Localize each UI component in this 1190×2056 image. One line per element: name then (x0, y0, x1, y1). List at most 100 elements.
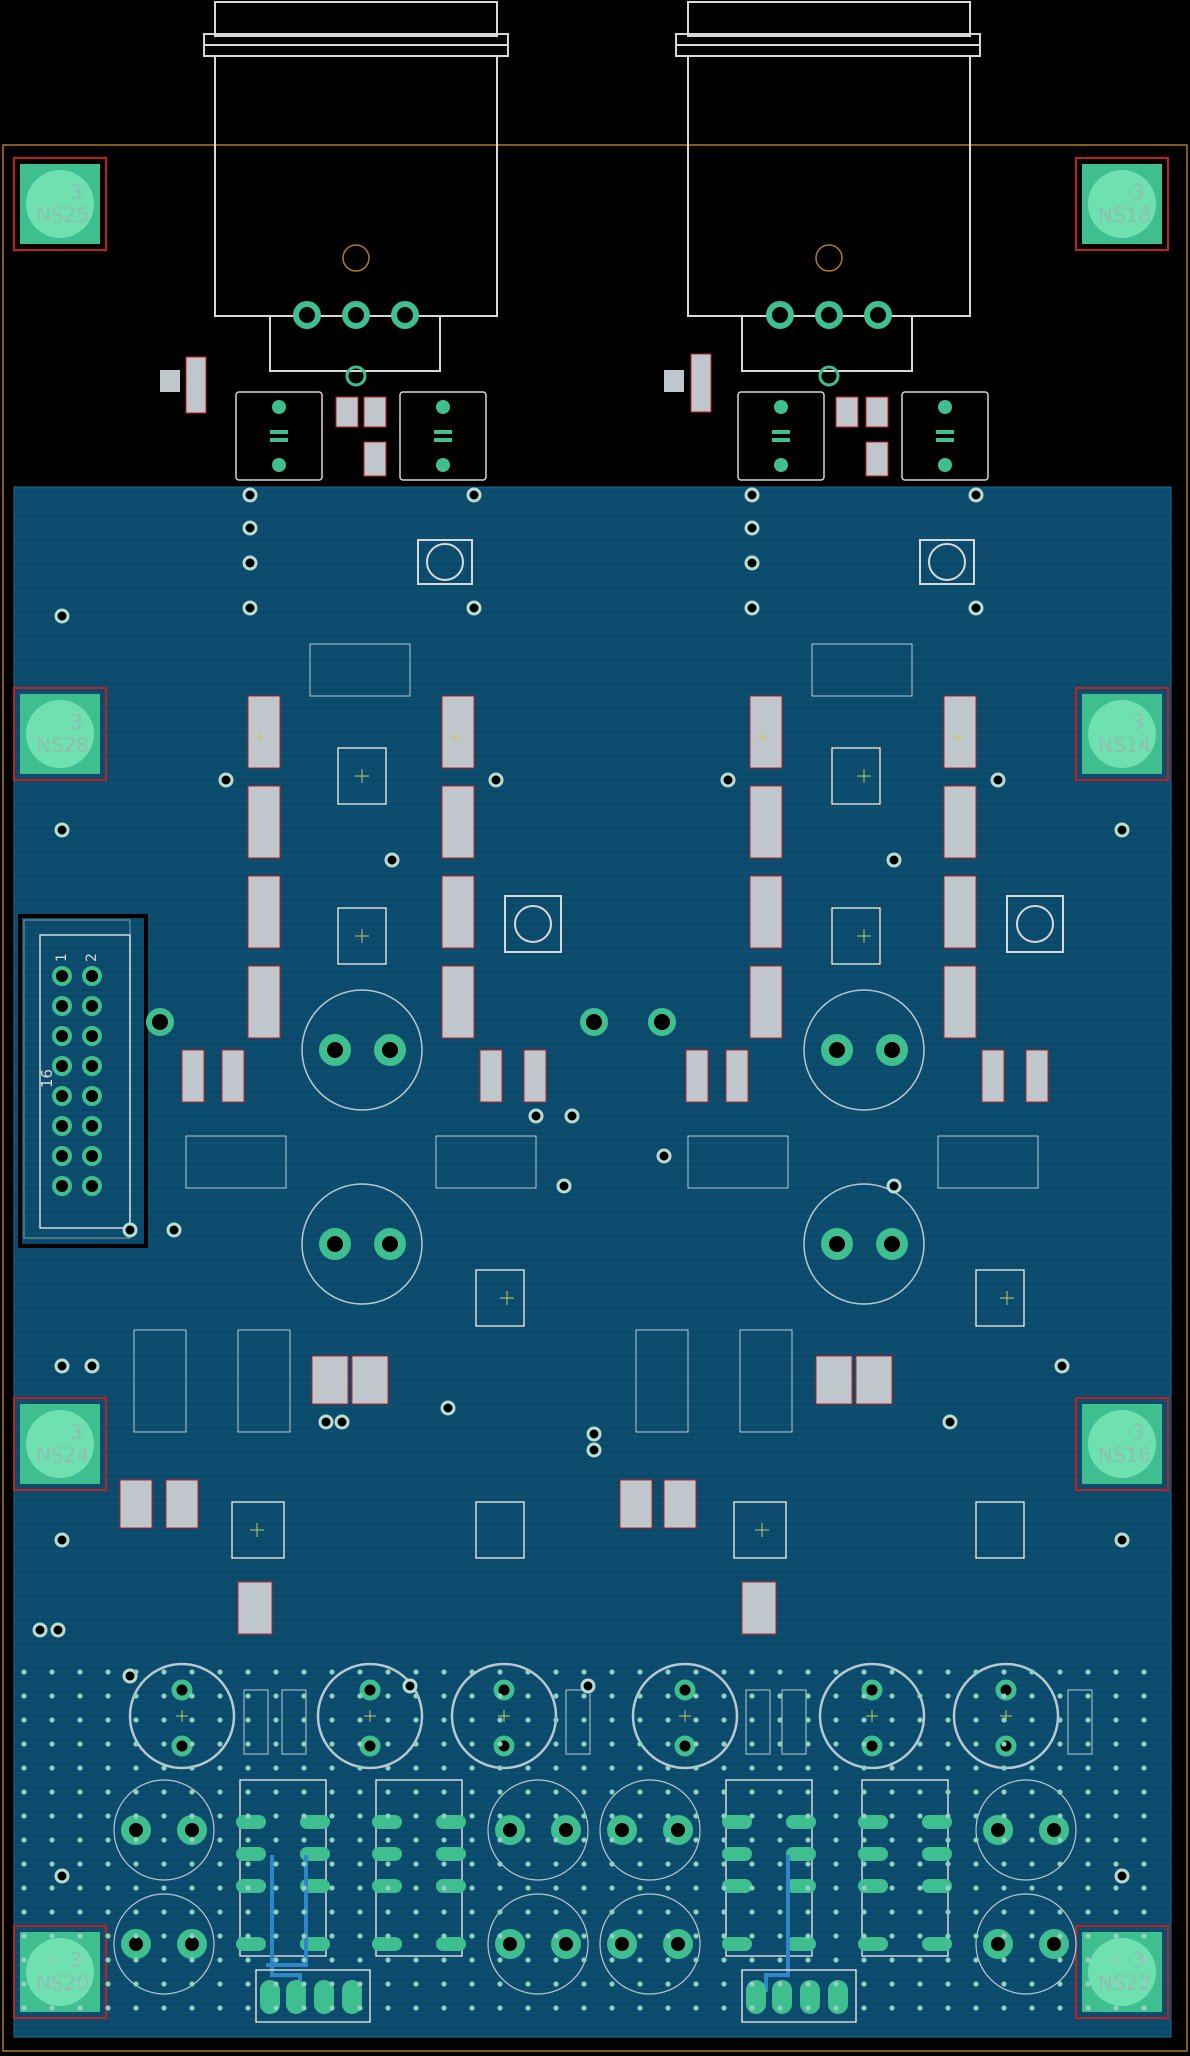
stitching-via (609, 1885, 615, 1891)
stitching-via (77, 1837, 83, 1843)
electrolytic-caps[interactable] (301, 989, 925, 1305)
stitching-via (1029, 1837, 1035, 1843)
mounting-hole-ns25[interactable]: 3 NS25 (13, 157, 107, 251)
stitching-via (273, 1789, 279, 1795)
vias[interactable] (32, 487, 1130, 1884)
mounting-hole-ns22[interactable]: 3 NS22 (1075, 1925, 1169, 2019)
stitching-via (945, 1741, 951, 1747)
stitching-via (413, 1669, 419, 1675)
stitching-via (553, 1957, 559, 1963)
stitching-via (469, 1885, 475, 1891)
smd-resistor-column[interactable] (247, 695, 977, 1039)
stitching-via (49, 1717, 55, 1723)
test-points[interactable] (146, 1008, 676, 1036)
stitching-via (385, 1981, 391, 1987)
header-pins[interactable] (52, 966, 102, 1196)
stitching-via (973, 1669, 979, 1675)
bulk-caps-row[interactable] (128, 1662, 1060, 1770)
stitching-via (329, 1861, 335, 1867)
stitching-via (469, 1909, 475, 1915)
xlr-connector-right[interactable] (675, 1, 981, 387)
mounting-hole-ns14[interactable]: 3 NS14 (1075, 687, 1169, 781)
stitching-via (1001, 1861, 1007, 1867)
stitching-via (637, 1789, 643, 1795)
stitching-via (1085, 1933, 1091, 1939)
stitching-via (133, 1837, 139, 1843)
stitching-via (77, 1693, 83, 1699)
smd-parts-top[interactable] (160, 353, 889, 477)
stitching-via (833, 1957, 839, 1963)
stitching-via (1141, 1669, 1147, 1675)
stitching-via (637, 1813, 643, 1819)
stitching-via (945, 2005, 951, 2011)
radial-caps[interactable] (113, 1779, 1077, 1995)
stitching-via (357, 1933, 363, 1939)
stitching-via (1085, 1813, 1091, 1819)
trimmer-pots[interactable] (417, 539, 1064, 953)
stitching-via (133, 1933, 139, 1939)
ic-packages[interactable] (231, 747, 1025, 1559)
stitching-via (469, 1741, 475, 1747)
stitching-via (273, 1885, 279, 1891)
top-passives[interactable] (235, 391, 989, 481)
smd-passives-mid[interactable] (119, 1049, 1049, 1635)
terminal-block-right[interactable] (741, 1969, 857, 2023)
dip-sockets[interactable] (239, 1779, 949, 1957)
stitching-via (21, 1693, 27, 1699)
stitching-via (553, 1981, 559, 1987)
stitching-via (1141, 1981, 1147, 1987)
stitching-via (161, 1669, 167, 1675)
stitching-via (805, 1861, 811, 1867)
stitching-via (553, 2005, 559, 2011)
component-origins (176, 732, 1014, 1722)
stitching-via (805, 1837, 811, 1843)
stitching-via (385, 1957, 391, 1963)
stitching-via (1001, 1669, 1007, 1675)
mounting-hole-ns20[interactable]: 3 NS20 (13, 1925, 107, 2019)
stitching-via (385, 1813, 391, 1819)
xlr-pins[interactable] (293, 301, 892, 329)
stitching-via (385, 1933, 391, 1939)
stitching-via (609, 1957, 615, 1963)
cap-pads[interactable] (319, 1034, 908, 1260)
stitching-via (805, 1741, 811, 1747)
stitching-via (1001, 1885, 1007, 1891)
stitching-via (637, 1885, 643, 1891)
mounting-hole-value: 3 (70, 1420, 83, 1444)
radial-cap-pads[interactable] (121, 1815, 1069, 1959)
terminal-block-left[interactable] (255, 1969, 371, 2023)
stitching-via (693, 1861, 699, 1867)
mounting-hole-ns28[interactable]: 3 NS28 (13, 687, 107, 781)
stitching-via (21, 1669, 27, 1675)
stitching-via (21, 1981, 27, 1987)
stitching-via (609, 2005, 615, 2011)
mounting-hole-ns16[interactable]: 3 NS16 (1075, 1397, 1169, 1491)
stitching-via (189, 1861, 195, 1867)
stitching-via (1085, 1885, 1091, 1891)
stitching-via (973, 2005, 979, 2011)
stitching-via (1057, 1789, 1063, 1795)
stitching-via (581, 2005, 587, 2011)
mounting-hole-ns24[interactable]: 3 NS24 (13, 1397, 107, 1491)
stitching-via (581, 1669, 587, 1675)
stitching-via (889, 1693, 895, 1699)
stitching-via (1113, 1669, 1119, 1675)
top-pads[interactable] (270, 400, 954, 472)
stitching-via (161, 1837, 167, 1843)
mounting-hole-ns18[interactable]: 3 NS18 (1075, 157, 1169, 251)
pin-header-16[interactable]: 1 2 16 (18, 914, 148, 1248)
stitching-via (413, 1885, 419, 1891)
film-caps[interactable] (133, 643, 1093, 1755)
stitching-via (665, 1909, 671, 1915)
stitching-via (637, 1693, 643, 1699)
stitching-via (917, 1957, 923, 1963)
stitching-via (749, 1981, 755, 1987)
stitching-via (861, 1837, 867, 1843)
stitching-via (329, 2005, 335, 2011)
stitching-via (553, 1789, 559, 1795)
bulk-cap-pads[interactable] (171, 1679, 1017, 1757)
stitching-via (189, 2005, 195, 2011)
stitching-via (1085, 1789, 1091, 1795)
stitching-via (917, 1861, 923, 1867)
